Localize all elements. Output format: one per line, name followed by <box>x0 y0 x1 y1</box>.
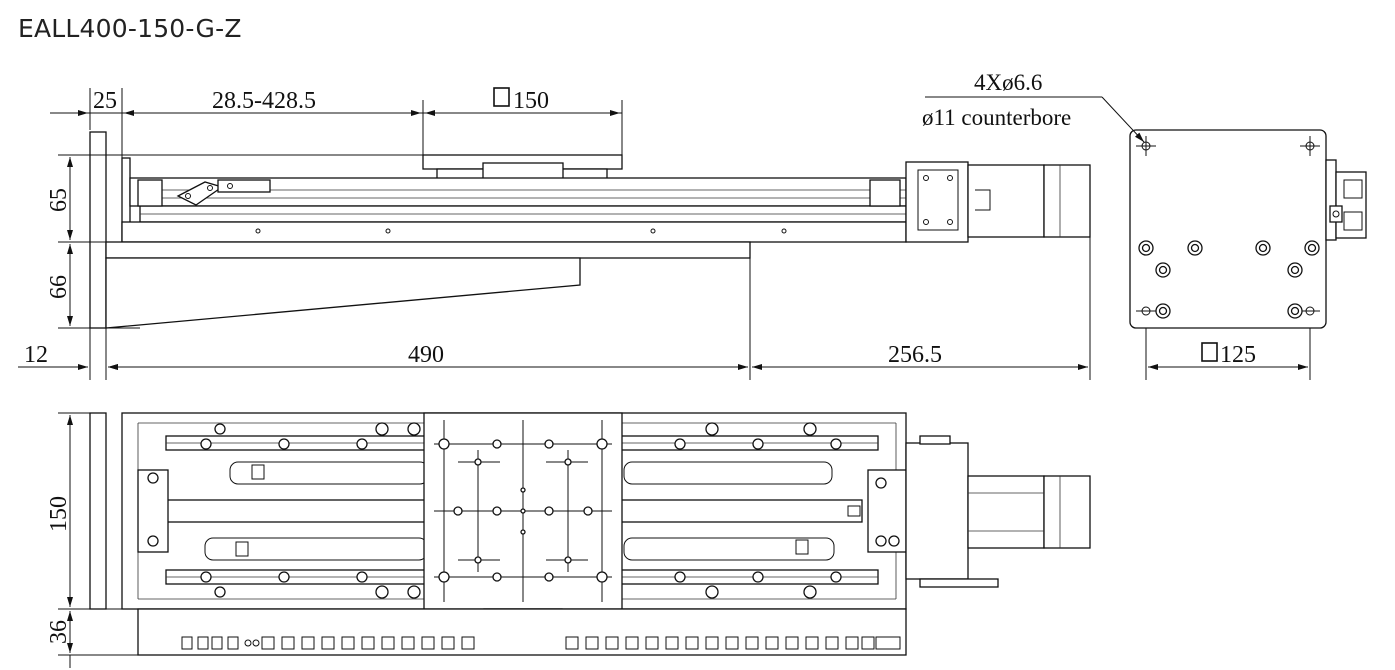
top-motor-coupler <box>967 475 1045 549</box>
side-rail-base <box>121 221 907 243</box>
side-left-block <box>137 179 163 207</box>
dim-150: 150 <box>46 496 72 532</box>
hole-spec-primary: 4Xø6.6 <box>974 70 1042 95</box>
side-right-block <box>869 179 901 207</box>
side-base-bracket <box>105 257 581 329</box>
side-base-plate <box>105 241 751 259</box>
top-cable-chain <box>137 608 907 656</box>
top-motor <box>1043 475 1091 549</box>
square-symbol-icon <box>493 87 510 107</box>
top-right-support <box>867 469 907 553</box>
dim-256-5: 256.5 <box>888 342 942 368</box>
top-motor-mount <box>905 442 969 580</box>
dim-table-size: 150 <box>513 88 549 114</box>
side-dimensions: 25 28.5-428.5 150 65 66 12 490 256.5 <box>18 87 1091 380</box>
dim-flange-size: 125 <box>1220 342 1256 368</box>
dim-490: 490 <box>408 342 444 368</box>
top-dimensions: 150 36 <box>46 412 138 668</box>
side-end-plate <box>89 131 107 329</box>
side-motor <box>1043 164 1091 238</box>
dim-36: 36 <box>46 620 72 644</box>
dim-25: 25 <box>93 88 117 114</box>
chain-links <box>181 636 901 650</box>
side-motor-coupler <box>967 164 1045 238</box>
dim-66: 66 <box>46 275 72 299</box>
flange-connector <box>1335 171 1367 239</box>
top-view <box>89 412 1091 656</box>
side-view <box>89 131 1091 380</box>
end-view: 4Xø6.6 ø11 counterbore 125 <box>922 70 1367 380</box>
drawing-title: EALL400-150-G-Z <box>18 14 242 43</box>
dim-65: 65 <box>46 188 72 212</box>
flange-plate <box>1129 129 1327 329</box>
flange-square-icon <box>1201 342 1218 362</box>
hole-spec-counterbore: ø11 counterbore <box>922 105 1071 130</box>
dim-12: 12 <box>24 342 48 368</box>
top-end-plate <box>89 412 107 610</box>
dim-stroke-range: 28.5-428.5 <box>212 88 316 114</box>
